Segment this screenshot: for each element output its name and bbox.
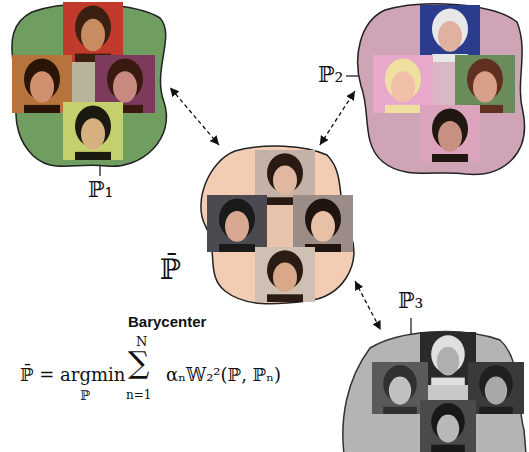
- blob-outline: [10, 0, 170, 175]
- dashed-arrow: [355, 281, 381, 330]
- face-shape: [81, 19, 105, 51]
- image-background: [420, 332, 476, 385]
- distribution-symbol: ℙ₁: [88, 177, 113, 203]
- distribution-blob: ℙ̄Barycenter: [195, 145, 355, 305]
- node-caption: Barycenter: [128, 313, 206, 331]
- face-image: [420, 332, 476, 385]
- formula-part: ℙ̄ = argmin: [20, 364, 125, 386]
- formula-part: αₙ𝕎₂²(ℙ, ℙₙ): [166, 364, 281, 386]
- distribution-blob: ℙ₃: [340, 330, 525, 452]
- face-shape: [437, 347, 459, 376]
- face-shape: [438, 21, 462, 52]
- shoulders-shape: [479, 407, 513, 414]
- shoulders-shape: [432, 154, 468, 162]
- image-background: [63, 2, 123, 62]
- face-shape: [473, 71, 497, 102]
- blob-outline: [195, 145, 355, 305]
- face-image: [468, 362, 524, 414]
- face-shape: [311, 211, 335, 242]
- formula-part: ∑: [128, 345, 149, 381]
- shoulders-shape: [383, 407, 417, 414]
- blob-shape: [12, 4, 167, 166]
- blob-outline: [340, 330, 525, 452]
- face-shape: [485, 377, 507, 405]
- blob-shape: [201, 146, 354, 304]
- distribution-symbol: ℙ₃: [398, 288, 423, 314]
- face-image: [420, 400, 476, 452]
- face-image: [373, 55, 433, 113]
- face-image: [63, 2, 123, 62]
- face-image: [255, 247, 315, 302]
- image-background: [420, 105, 480, 162]
- face-shape: [225, 211, 249, 242]
- distribution-blob: ℙ₁: [10, 0, 170, 175]
- shoulders-shape: [431, 445, 465, 452]
- face-shape: [389, 377, 411, 405]
- image-background: [420, 5, 480, 62]
- image-background: [420, 400, 476, 452]
- dashed-arrow: [170, 88, 219, 146]
- face-image: [420, 105, 480, 162]
- formula-part: n=1: [126, 388, 151, 402]
- image-background: [255, 247, 315, 302]
- tile-gap: [72, 62, 95, 102]
- formula-part: ℙ: [80, 388, 90, 404]
- blob-shape: [343, 332, 526, 452]
- tile-gap: [267, 205, 293, 247]
- face-shape: [438, 121, 462, 152]
- shoulders-shape: [431, 378, 465, 385]
- face-image: [420, 5, 480, 62]
- face-shape: [273, 165, 297, 195]
- shoulders-shape: [75, 152, 111, 160]
- image-background: [372, 362, 428, 414]
- face-image: [293, 195, 353, 252]
- face-image: [372, 362, 428, 414]
- image-background: [63, 102, 123, 160]
- shoulders-shape: [219, 244, 255, 252]
- face-shape: [30, 71, 54, 102]
- face-shape: [113, 71, 137, 102]
- image-background: [207, 195, 267, 252]
- tile-gap: [428, 385, 468, 400]
- tile-gap: [433, 62, 455, 105]
- image-background: [373, 55, 433, 113]
- blob-outline: [355, 2, 525, 180]
- face-image: [455, 55, 515, 113]
- image-background: [455, 55, 515, 113]
- shoulders-shape: [385, 105, 421, 113]
- shoulders-shape: [267, 294, 303, 302]
- distribution-blob: ℙ₂: [355, 2, 525, 180]
- blob-shape: [358, 4, 525, 175]
- face-image: [207, 195, 267, 252]
- distribution-symbol: ℙ̄: [160, 253, 181, 287]
- face-shape: [437, 415, 459, 443]
- face-image: [63, 102, 123, 160]
- image-background: [293, 195, 353, 252]
- image-background: [468, 362, 524, 414]
- face-shape: [81, 118, 105, 149]
- shoulders-shape: [24, 105, 60, 113]
- distribution-symbol: ℙ₂: [318, 62, 343, 88]
- face-shape: [273, 262, 297, 292]
- leader-line: [410, 318, 411, 334]
- face-shape: [391, 71, 415, 102]
- dashed-arrow: [320, 91, 355, 145]
